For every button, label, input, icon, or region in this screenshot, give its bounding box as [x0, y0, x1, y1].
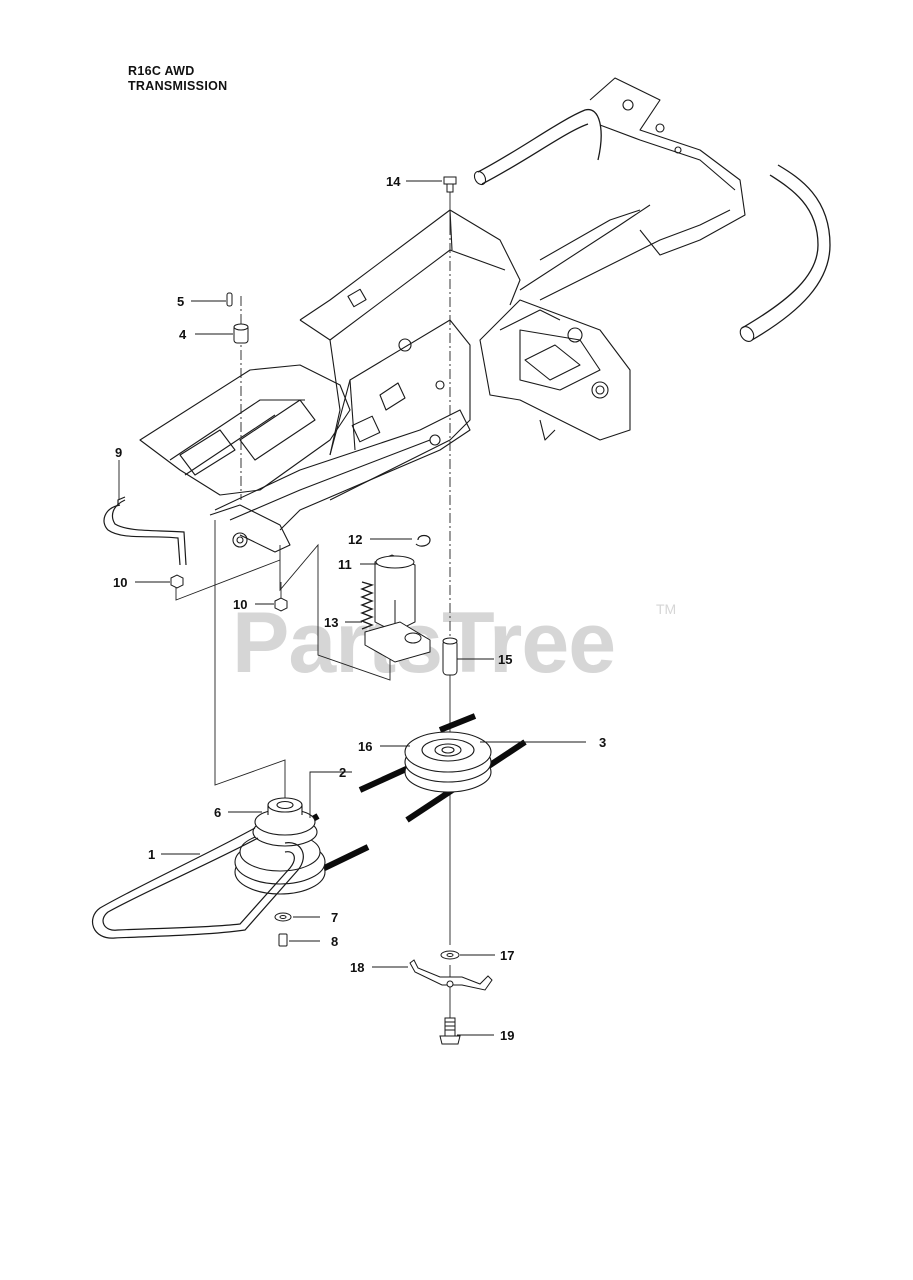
callout-7[interactable]: 7: [331, 910, 338, 925]
callout-14[interactable]: 15: [498, 652, 512, 667]
callout-17[interactable]: 17: [500, 948, 514, 963]
callout-6[interactable]: 6: [214, 805, 221, 820]
part-10-nut-left[interactable]: [170, 574, 184, 589]
callout-11[interactable]: 11: [338, 557, 352, 572]
part-14-shaft[interactable]: [442, 637, 458, 676]
callout-15[interactable]: 14: [386, 174, 401, 189]
part-13-spring[interactable]: [360, 581, 375, 630]
callout-5[interactable]: 5: [177, 294, 184, 309]
callout-18[interactable]: 18: [350, 960, 364, 975]
callout-19[interactable]: 19: [500, 1028, 514, 1043]
part-9-rod[interactable]: [103, 496, 187, 566]
watermark-tm: TM: [656, 601, 676, 617]
part-1-belt[interactable]: [91, 827, 304, 939]
title-model: R16C AWD: [128, 64, 195, 78]
part-7-washer[interactable]: [274, 912, 292, 922]
callout-10-left[interactable]: 10: [113, 575, 127, 590]
part-16-pulley[interactable]: [404, 731, 492, 793]
part-18-bracket[interactable]: [409, 959, 493, 991]
part-17-washer[interactable]: [440, 950, 460, 960]
callout-2[interactable]: 2: [339, 765, 346, 780]
part-15-bolt[interactable]: [443, 176, 457, 193]
part-10-nut-center[interactable]: [274, 597, 288, 612]
callout-16[interactable]: 16: [358, 739, 372, 754]
part-4-bushing[interactable]: [233, 323, 249, 344]
diagram-title: R16C AWD TRANSMISSION: [128, 64, 227, 94]
callout-10-center[interactable]: 10: [233, 597, 247, 612]
part-8-bolt[interactable]: [278, 933, 288, 947]
chassis-frame[interactable]: [139, 77, 831, 553]
part-19-bolt[interactable]: [439, 1017, 461, 1045]
callout-12[interactable]: 12: [348, 532, 362, 547]
idler-arm[interactable]: [364, 621, 431, 663]
callout-leaders: [118, 180, 586, 1036]
part-11-sleeve[interactable]: [374, 554, 416, 640]
callout-4[interactable]: 4: [179, 327, 187, 342]
callout-3[interactable]: 3: [599, 735, 606, 750]
callout-1[interactable]: 1: [148, 847, 155, 862]
callout-labels: 14 5 4 9 10 10 12 11 13 15 16 3 2 6 1 7 …: [113, 174, 606, 1043]
callout-9[interactable]: 9: [115, 445, 122, 460]
callout-13[interactable]: 13: [324, 615, 338, 630]
part-5-pin[interactable]: [226, 292, 233, 307]
title-section: TRANSMISSION: [128, 79, 228, 93]
callout-8[interactable]: 8: [331, 934, 338, 949]
part-12-clip[interactable]: [415, 534, 431, 547]
